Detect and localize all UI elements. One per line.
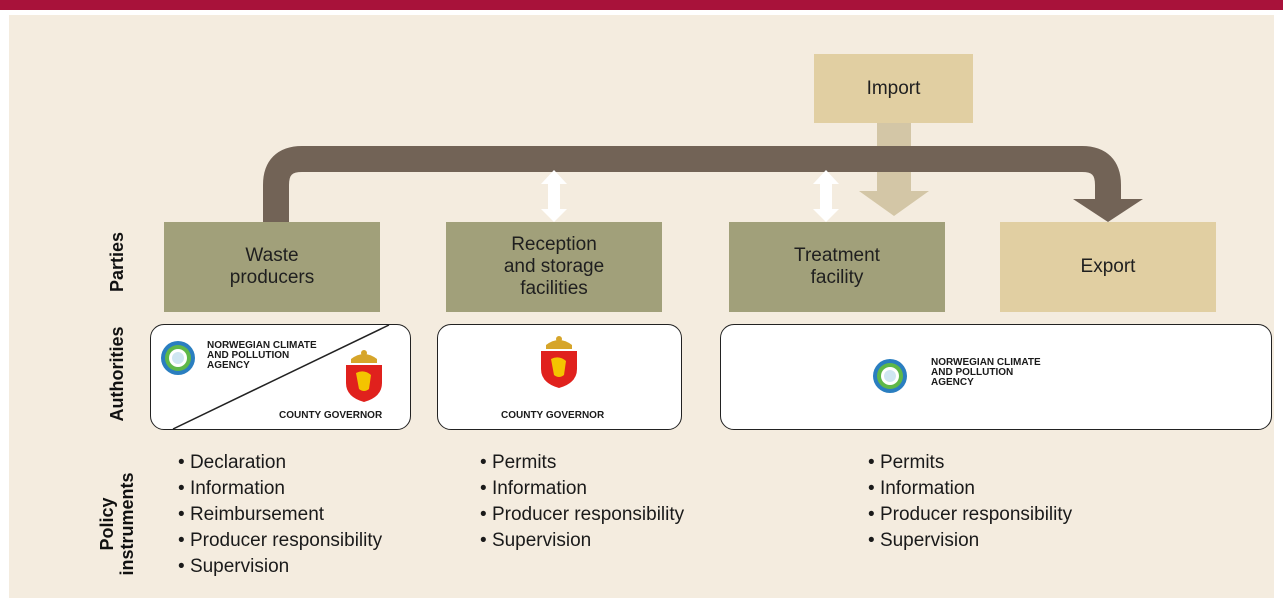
county-governor-label: COUNTY GOVERNOR bbox=[501, 410, 605, 421]
list-item: Supervision bbox=[480, 528, 684, 554]
list-item: Supervision bbox=[178, 554, 382, 580]
waste-producers-box: Waste producers bbox=[164, 222, 380, 312]
list-item: Producer responsibility bbox=[868, 502, 1072, 528]
coat-of-arms-icon bbox=[346, 350, 382, 402]
split-diagonal bbox=[172, 325, 390, 429]
policy-list-reception: Permits Information Producer responsibil… bbox=[480, 450, 684, 554]
policy-list-treatment: Permits Information Producer responsibil… bbox=[868, 450, 1072, 554]
import-box: Import bbox=[814, 54, 973, 123]
list-item: Information bbox=[868, 476, 1072, 502]
list-item: Permits bbox=[868, 450, 1072, 476]
policy-label-line1: Policy bbox=[97, 497, 117, 551]
row-label-policy-instruments: Policy instruments bbox=[97, 452, 137, 596]
agency-name: NORWEGIAN CLIMATE AND POLLUTION AGENCY bbox=[931, 357, 1041, 388]
row-label-authorities: Authorities bbox=[107, 326, 127, 422]
list-item: Permits bbox=[480, 450, 684, 476]
county-governor-label: COUNTY GOVERNOR bbox=[279, 410, 383, 421]
agency-logo-icon bbox=[161, 341, 195, 375]
header-bar bbox=[0, 0, 1283, 10]
list-item: Declaration bbox=[178, 450, 382, 476]
exchange-arrow-treatment bbox=[813, 170, 839, 222]
list-item: Supervision bbox=[868, 528, 1072, 554]
policy-list-waste-producers: Declaration Information Reimbursement Pr… bbox=[178, 450, 382, 580]
authority-box-waste-producers: NORWEGIAN CLIMATE AND POLLUTION AGENCY C… bbox=[150, 324, 411, 430]
reception-storage-box: Reception and storage facilities bbox=[446, 222, 662, 312]
row-label-parties: Parties bbox=[107, 231, 127, 293]
list-item: Reimbursement bbox=[178, 502, 382, 528]
list-item: Information bbox=[178, 476, 382, 502]
main-flow-arrowhead bbox=[1073, 199, 1143, 222]
agency-logo-icon bbox=[873, 359, 907, 393]
agency-name: NORWEGIAN CLIMATE AND POLLUTION AGENCY bbox=[207, 340, 317, 371]
list-item: Producer responsibility bbox=[480, 502, 684, 528]
policy-label-line2: instruments bbox=[117, 472, 137, 576]
list-item: Information bbox=[480, 476, 684, 502]
exchange-arrow-reception bbox=[541, 170, 567, 222]
export-box: Export bbox=[1000, 222, 1216, 312]
coat-of-arms-icon bbox=[541, 336, 577, 388]
list-item: Producer responsibility bbox=[178, 528, 382, 554]
authority-box-treatment-export: NORWEGIAN CLIMATE AND POLLUTION AGENCY bbox=[720, 324, 1272, 430]
treatment-facility-box: Treatment facility bbox=[729, 222, 945, 312]
authority-box-reception: COUNTY GOVERNOR bbox=[437, 324, 682, 430]
main-flow-arrow bbox=[263, 146, 1121, 222]
